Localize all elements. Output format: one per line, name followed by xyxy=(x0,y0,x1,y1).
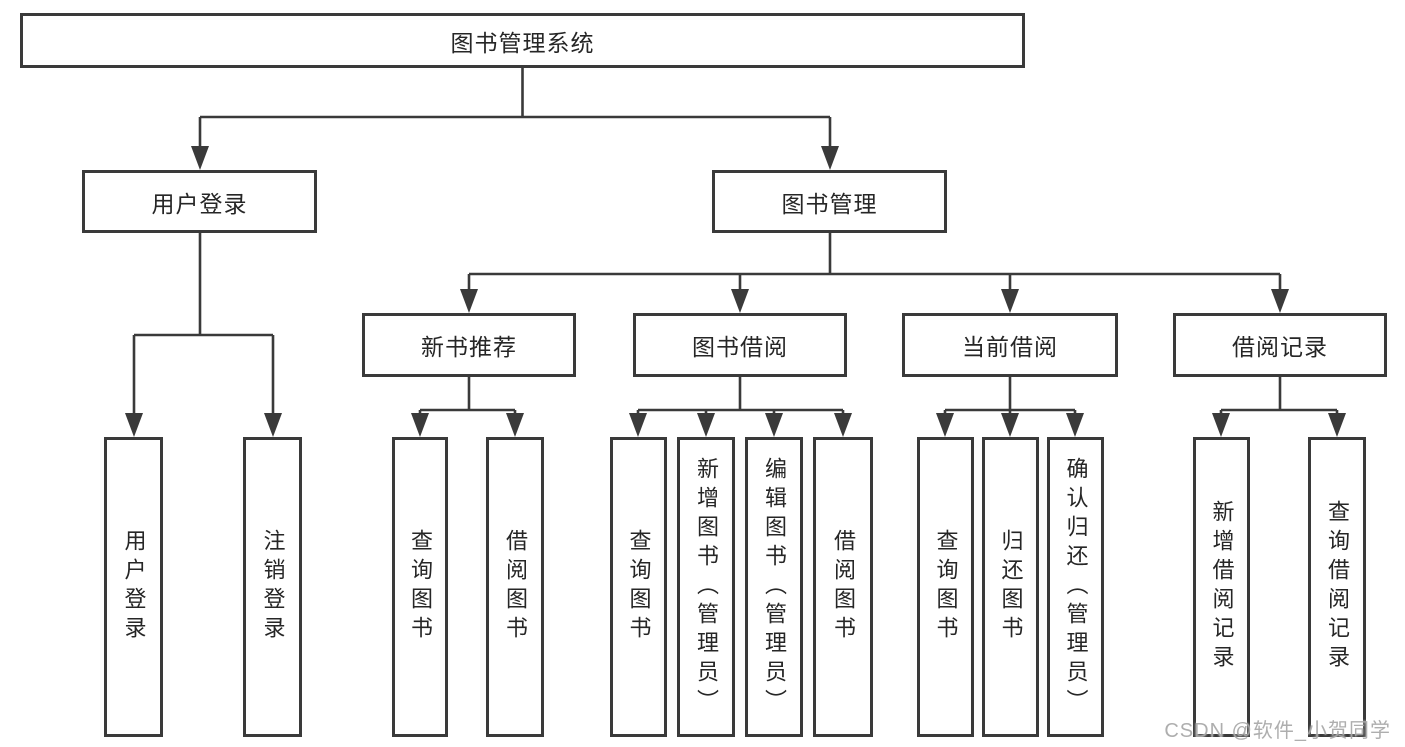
node-label: 新书推荐 xyxy=(421,334,517,360)
node-root-system: 图书管理系统 xyxy=(20,13,1025,68)
node-label: 确认归还（管理员） xyxy=(1063,456,1089,718)
node-label: 图书管理系统 xyxy=(450,29,595,56)
node-new-book-recommend: 新书推荐 xyxy=(362,313,576,377)
node-label: 编辑图书（管理员） xyxy=(762,456,787,718)
node-user-login: 用户登录 xyxy=(82,170,317,233)
node-label: 借阅记录 xyxy=(1232,334,1328,360)
leaf-add-book-admin: 新增图书（管理员） xyxy=(677,437,735,737)
connector-root-to-level2 xyxy=(191,68,839,170)
leaf-borrow-book-2: 借阅图书 xyxy=(813,437,873,737)
node-label: 图书管理 xyxy=(781,190,878,217)
connector-book-mgmt-to-level3 xyxy=(460,233,1289,313)
connector-book-borrow-to-leaves xyxy=(629,377,852,437)
leaf-return-book: 归还图书 xyxy=(982,437,1039,737)
csdn-watermark: CSDN @软件_小贺同学 xyxy=(1164,720,1391,742)
leaf-user-login: 用户登录 xyxy=(104,437,163,737)
node-label: 查询借阅记录 xyxy=(1325,500,1350,674)
node-label: 查询图书 xyxy=(408,529,433,645)
node-label: 查询图书 xyxy=(626,529,652,645)
leaf-add-borrow-record: 新增借阅记录 xyxy=(1193,437,1250,737)
node-label: 新增借阅记录 xyxy=(1209,500,1235,674)
node-current-borrow: 当前借阅 xyxy=(902,313,1118,377)
node-label: 借阅图书 xyxy=(831,529,856,645)
node-label: 借阅图书 xyxy=(503,529,528,645)
node-label: 注销登录 xyxy=(260,529,286,645)
leaf-query-book-2: 查询图书 xyxy=(610,437,667,737)
leaf-query-book-1: 查询图书 xyxy=(392,437,448,737)
node-book-management: 图书管理 xyxy=(712,170,947,233)
connector-new-book-to-leaves xyxy=(411,377,524,437)
leaf-confirm-return-admin: 确认归还（管理员） xyxy=(1047,437,1104,737)
leaf-borrow-book-1: 借阅图书 xyxy=(486,437,544,737)
connector-current-borrow-to-leaves xyxy=(936,377,1084,437)
node-label: 图书借阅 xyxy=(692,334,788,360)
node-label: 用户登录 xyxy=(121,529,147,645)
node-label: 用户登录 xyxy=(151,190,248,217)
leaf-logout: 注销登录 xyxy=(243,437,302,737)
node-label: 查询图书 xyxy=(933,529,959,645)
connector-borrow-record-to-leaves xyxy=(1212,377,1346,437)
node-book-borrow: 图书借阅 xyxy=(633,313,847,377)
leaf-edit-book-admin: 编辑图书（管理员） xyxy=(745,437,803,737)
node-label: 当前借阅 xyxy=(962,334,1058,360)
node-label: 归还图书 xyxy=(998,529,1024,645)
connector-user-login-to-leaves xyxy=(125,233,282,437)
leaf-query-borrow-record: 查询借阅记录 xyxy=(1308,437,1366,737)
leaf-query-book-3: 查询图书 xyxy=(917,437,974,737)
node-borrow-record: 借阅记录 xyxy=(1173,313,1387,377)
node-label: 新增图书（管理员） xyxy=(694,456,719,718)
